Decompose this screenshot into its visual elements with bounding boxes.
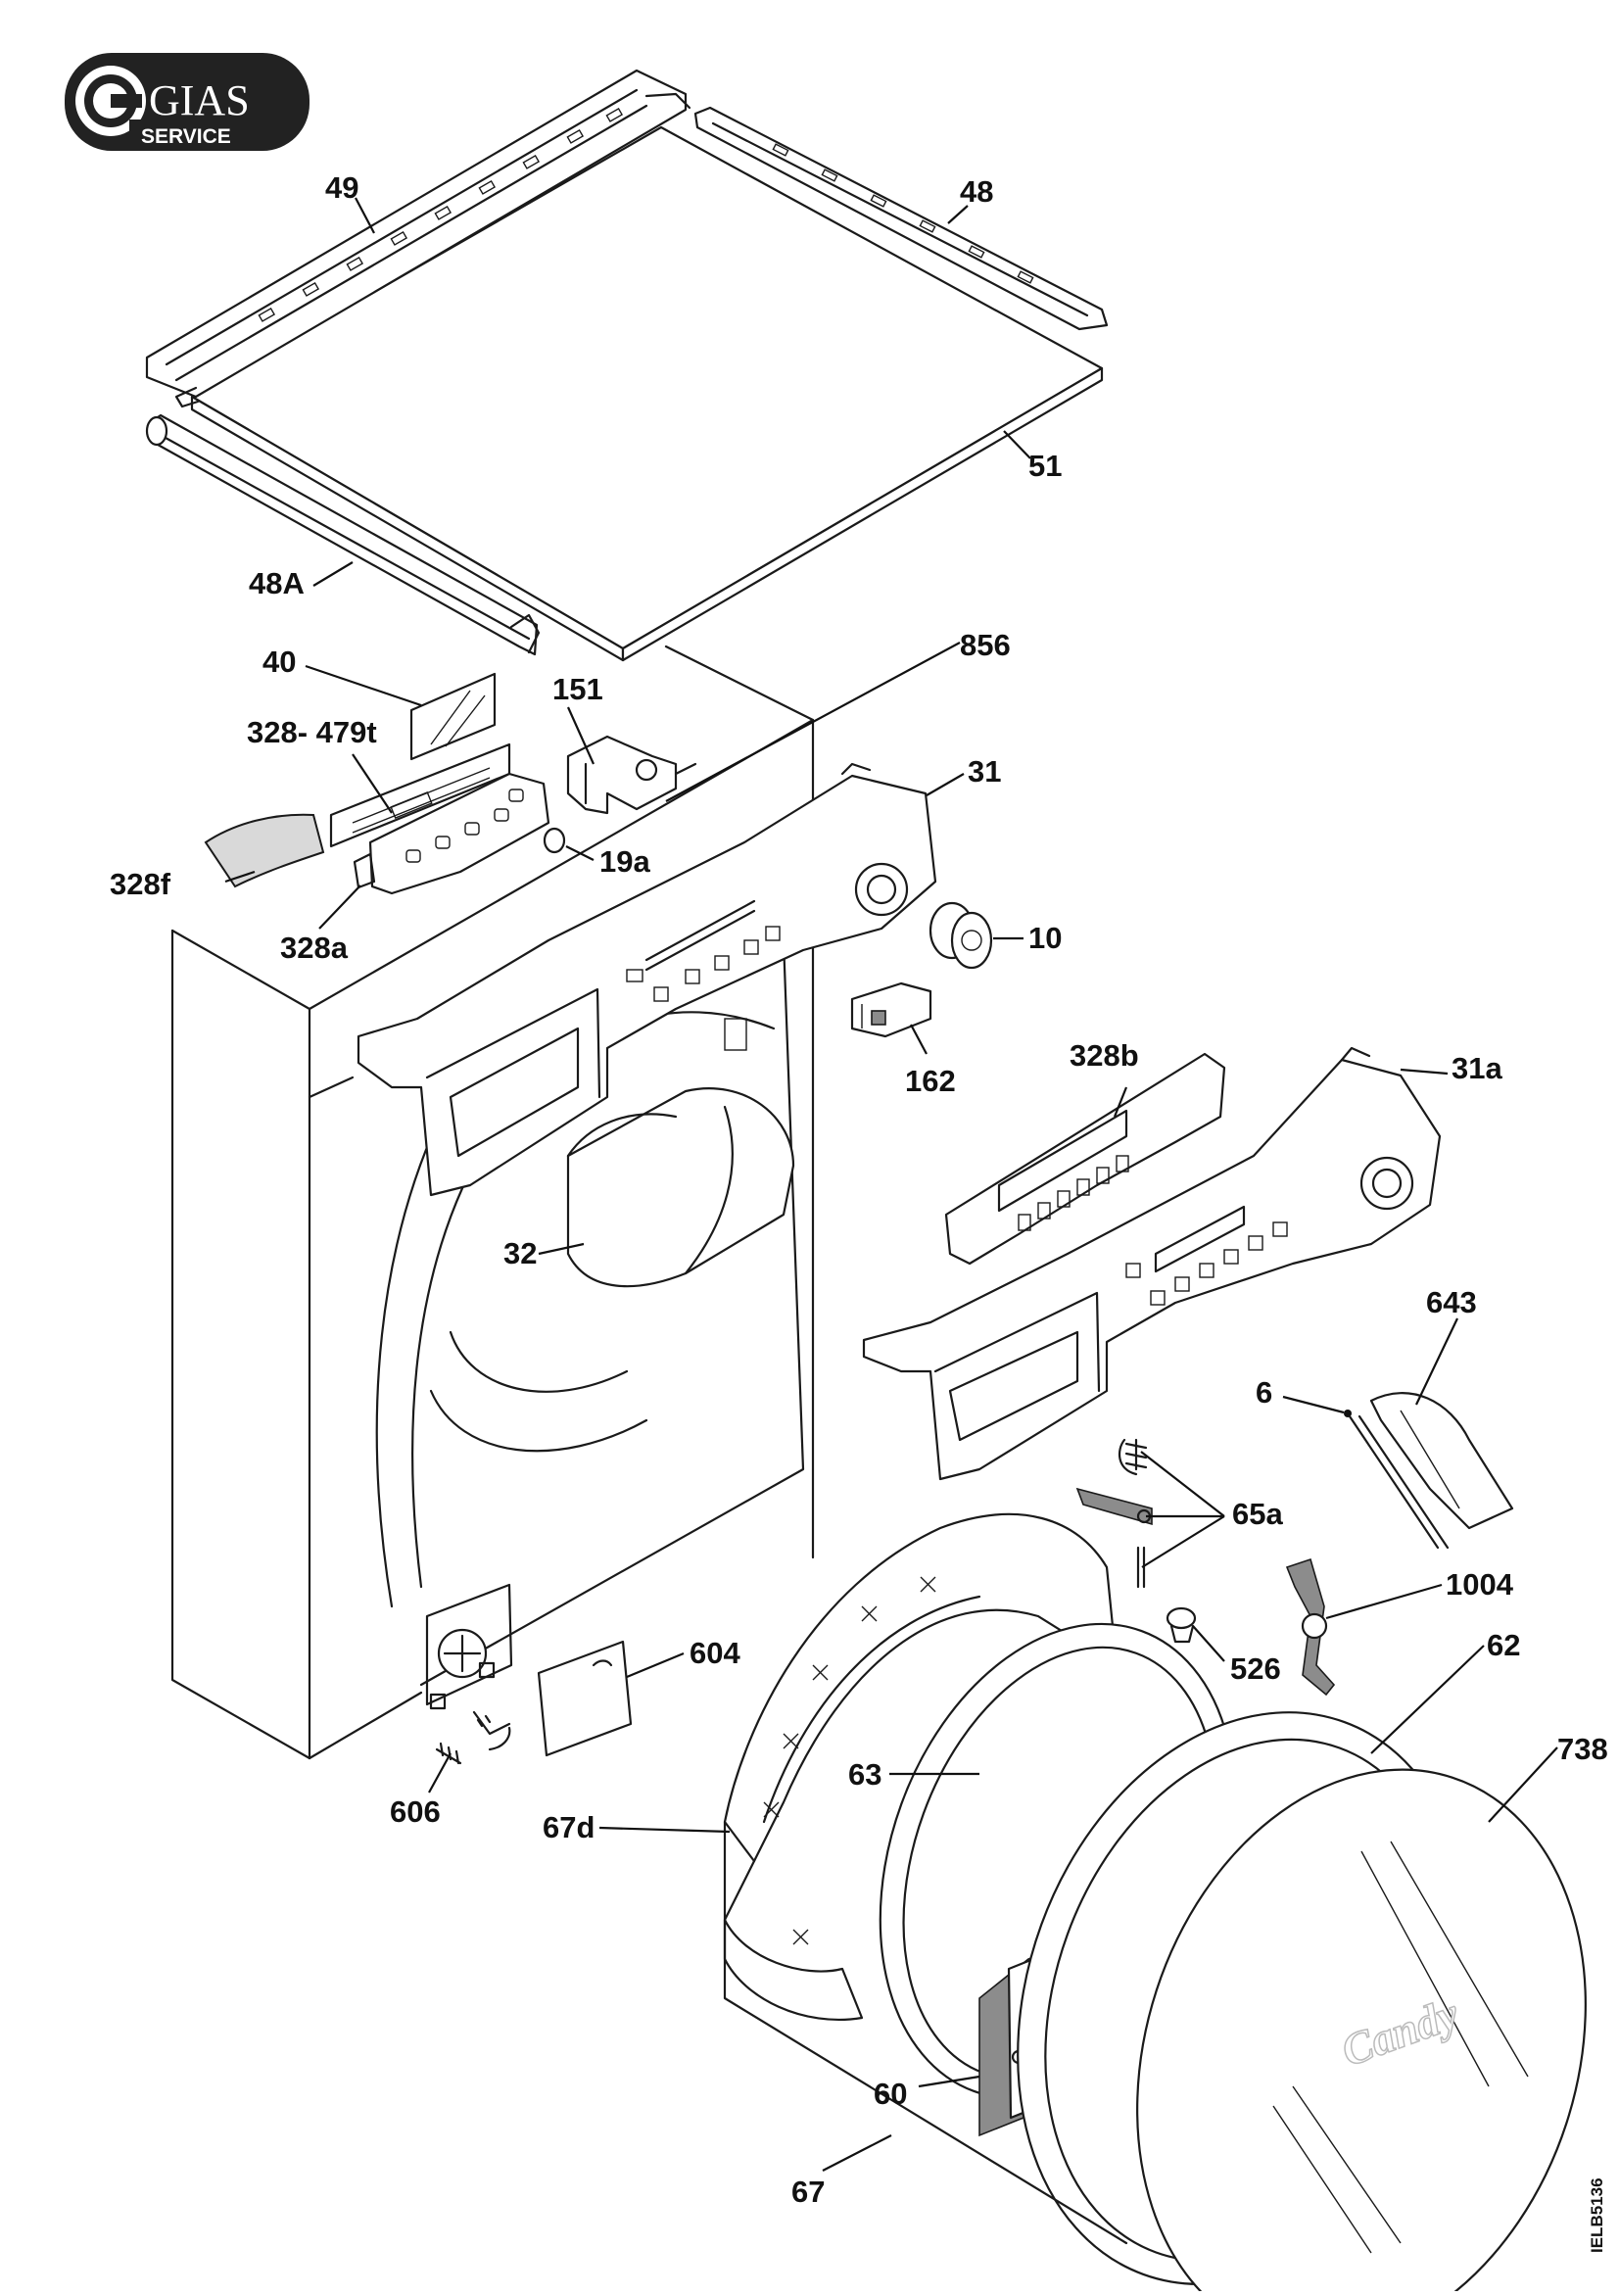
callout-606: 606 xyxy=(390,1794,441,1829)
callout-328b: 328b xyxy=(1070,1038,1139,1073)
callout-40: 40 xyxy=(262,645,296,679)
door-lock-162-part xyxy=(850,981,932,1038)
springs-65a-part xyxy=(1075,1438,1153,1589)
callout-1004: 1004 xyxy=(1446,1567,1514,1602)
callout-65a: 65a xyxy=(1232,1497,1283,1531)
callout-labels: 49 48 51 48A 40 856 151 328- 479t 31 19a… xyxy=(110,170,1608,2209)
bushing-526-part xyxy=(1166,1606,1197,1644)
callout-49: 49 xyxy=(325,170,358,205)
hinge-hook-1004-part xyxy=(1285,1557,1336,1697)
handle-643-part xyxy=(1369,1392,1514,1530)
callout-328-479t: 328- 479t xyxy=(247,715,377,749)
dispenser-drawer-32-part xyxy=(566,1087,795,1288)
callout-19a: 19a xyxy=(599,844,650,879)
callout-604: 604 xyxy=(690,1636,740,1670)
callout-67d: 67d xyxy=(543,1810,595,1844)
switch-151-part xyxy=(566,735,697,815)
cover-604-part xyxy=(537,1640,633,1757)
knob-19a-part xyxy=(543,827,566,854)
callout-162: 162 xyxy=(905,1064,956,1098)
callout-67: 67 xyxy=(791,2175,825,2209)
callout-328a: 328a xyxy=(280,931,349,965)
callout-31a: 31a xyxy=(1452,1051,1502,1085)
seal-328f-part xyxy=(204,813,325,888)
callout-6: 6 xyxy=(1256,1375,1272,1410)
callout-60: 60 xyxy=(874,2077,907,2111)
callout-526: 526 xyxy=(1230,1651,1281,1686)
callout-32: 32 xyxy=(503,1236,537,1270)
logo-tagline: SERVICE xyxy=(141,125,231,148)
callout-48a: 48A xyxy=(249,566,305,600)
callout-856: 856 xyxy=(960,628,1011,662)
side-trim-48-part xyxy=(693,106,1109,331)
top-trim-49-part xyxy=(145,69,691,408)
panel-cover-40-part xyxy=(409,672,497,761)
logo-brand: GIAS xyxy=(149,76,250,124)
document-code: IELB5136 xyxy=(1588,2177,1606,2253)
callout-738: 738 xyxy=(1557,1732,1608,1766)
callout-63: 63 xyxy=(848,1757,881,1792)
callout-151: 151 xyxy=(552,672,603,706)
callout-10: 10 xyxy=(1028,921,1062,955)
selector-knob-10-part xyxy=(929,901,993,970)
door-inner-ring-63-part xyxy=(723,1512,1119,2022)
callout-328f: 328f xyxy=(110,867,171,901)
door-glass-738-part: Candy xyxy=(1136,1768,1587,2296)
pcb-328b-part xyxy=(944,1052,1226,1266)
callout-62: 62 xyxy=(1487,1628,1520,1662)
control-panel-31a-part xyxy=(862,1046,1442,1481)
pcb-328a-part xyxy=(353,772,550,895)
gias-service-logo: GIAS SERVICE xyxy=(65,53,310,151)
top-panel-part xyxy=(190,125,1104,662)
callout-48: 48 xyxy=(960,174,993,209)
callout-51: 51 xyxy=(1028,449,1062,483)
callout-31: 31 xyxy=(968,754,1001,789)
rod-6-part xyxy=(1344,1410,1450,1550)
front-trim-48a-part xyxy=(145,413,541,656)
springs-606-part xyxy=(435,1710,511,1765)
control-panel-31-part xyxy=(357,762,937,1197)
callout-643: 643 xyxy=(1426,1285,1477,1319)
leader-lines xyxy=(224,197,1558,2172)
base-67-part xyxy=(723,1918,1128,2245)
